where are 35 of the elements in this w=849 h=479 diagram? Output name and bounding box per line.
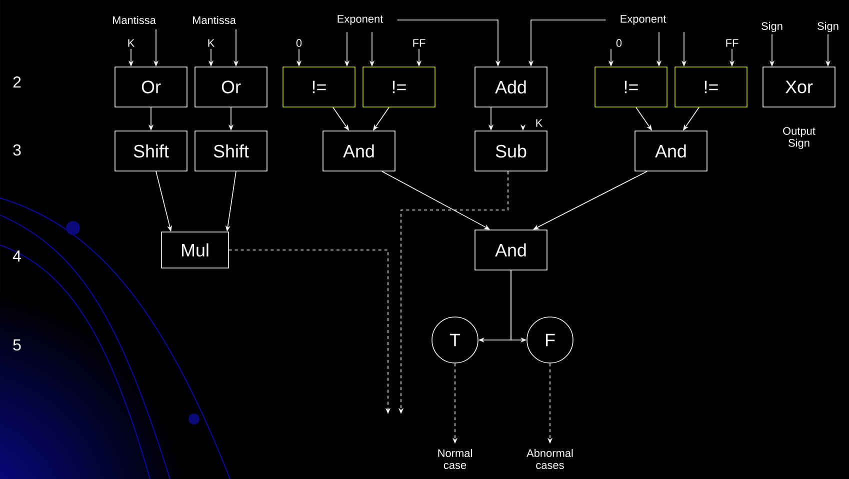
operator-box: Xor	[762, 66, 836, 108]
input-label: Sign	[818, 22, 838, 32]
operator-box: Mul	[161, 232, 229, 268]
operator-box: Shift	[194, 130, 268, 172]
input-label: Mantissa	[193, 16, 236, 24]
input-label: FF	[413, 39, 426, 47]
operator-box: Add	[474, 66, 548, 108]
operator-box: Sub	[474, 130, 548, 172]
input-label: K	[128, 39, 135, 47]
node-label: Output Sign	[783, 127, 816, 149]
operator-box: Or	[114, 66, 188, 108]
operator-box: Shift	[114, 130, 188, 172]
operator-box: !=	[674, 66, 748, 108]
input-label: 0	[616, 39, 622, 47]
input-label: FF	[726, 39, 738, 47]
operator-box: !=	[362, 66, 436, 108]
input-label: Mantissa	[113, 16, 156, 24]
input-label: 0	[296, 39, 302, 47]
outcome-label: Abnormal cases	[526, 449, 573, 469]
operator-box: And	[474, 230, 548, 270]
operator-box: !=	[282, 66, 356, 108]
operator-box: And	[634, 130, 708, 172]
input-label: K	[536, 119, 543, 127]
operator-box: Or	[194, 66, 268, 108]
input-label: Exponent	[338, 15, 384, 25]
operator-box: And	[322, 130, 396, 172]
input-label: K	[208, 39, 215, 47]
input-label: Exponent	[620, 15, 666, 25]
outcome-label: Normal case	[438, 449, 472, 469]
row-number: 3	[13, 144, 21, 156]
row-number: 4	[12, 250, 21, 262]
input-label: Sign	[762, 22, 782, 32]
row-number: 2	[13, 76, 21, 88]
operator-box: !=	[594, 66, 668, 108]
row-number: 5	[13, 339, 21, 351]
